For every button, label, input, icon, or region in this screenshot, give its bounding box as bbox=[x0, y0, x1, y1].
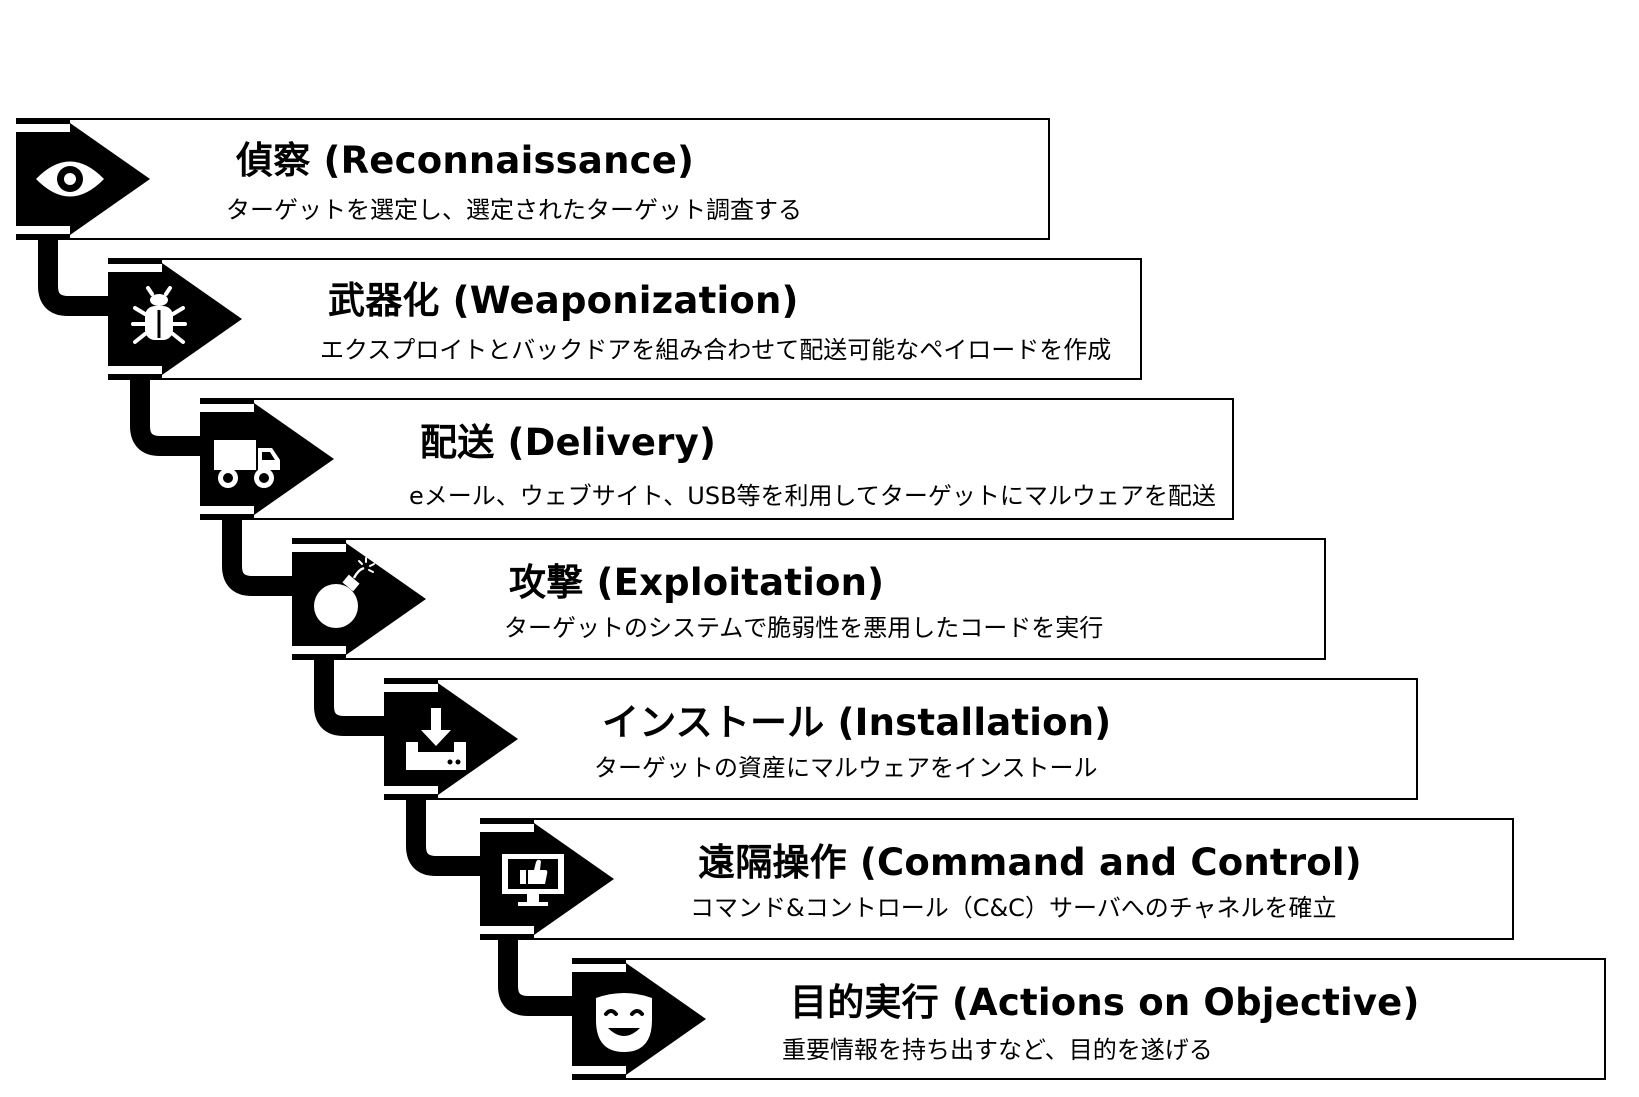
stage-command-and-control: 遠隔操作 (Command and Control) コマンド&コントロール（C… bbox=[480, 818, 1514, 940]
stage-delivery: 配送 (Delivery) eメール、ウェブサイト、USB等を利用してターゲット… bbox=[200, 398, 1234, 520]
stage-weaponization: 武器化 (Weaponization) エクスプロイトとバックドアを組み合わせて… bbox=[108, 258, 1142, 380]
stage-marker bbox=[108, 258, 242, 380]
bug-icon bbox=[131, 286, 187, 344]
stage-marker bbox=[292, 538, 426, 660]
stage-description: エクスプロイトとバックドアを組み合わせて配送可能なペイロードを作成 bbox=[320, 336, 1112, 364]
theater-mask-icon bbox=[596, 993, 652, 1052]
stage-exploitation: 攻撃 (Exploitation) ターゲットのシステムで脆弱性を悪用したコード… bbox=[292, 538, 1326, 660]
stage-title: 偵察 (Reconnaissance) bbox=[236, 139, 695, 182]
stage-title: 攻撃 (Exploitation) bbox=[509, 561, 885, 604]
stage-description: 重要情報を持ち出すなど、目的を遂げる bbox=[782, 1036, 1213, 1064]
eye-icon bbox=[36, 161, 104, 197]
stage-reconnaissance: 偵察 (Reconnaissance) ターゲットを選定し、選定されたターゲット… bbox=[16, 118, 1050, 240]
stage-title: 配送 (Delivery) bbox=[420, 421, 717, 464]
connector-1-2 bbox=[38, 240, 112, 316]
stage-title: 目的実行 (Actions on Objective) bbox=[790, 981, 1420, 1024]
connector-2-3 bbox=[130, 380, 204, 456]
bomb-icon bbox=[314, 557, 375, 628]
truck-icon bbox=[214, 440, 280, 488]
connector-3-4 bbox=[222, 520, 296, 596]
stage-installation: インストール (Installation) ターゲットの資産にマルウェアをインス… bbox=[384, 678, 1418, 800]
stage-description: ターゲットのシステムで脆弱性を悪用したコードを実行 bbox=[504, 614, 1104, 642]
connector-4-5 bbox=[314, 660, 388, 736]
stage-actions-on-objective: 目的実行 (Actions on Objective) 重要情報を持ち出すなど、… bbox=[572, 958, 1606, 1080]
stage-description: コマンド&コントロール（C&C）サーバへのチャネルを確立 bbox=[690, 894, 1337, 922]
stage-title: インストール (Installation) bbox=[602, 701, 1112, 744]
stage-title: 武器化 (Weaponization) bbox=[328, 279, 799, 322]
stage-description: eメール、ウェブサイト、USB等を利用してターゲットにマルウェアを配送 bbox=[409, 482, 1216, 510]
connector-5-6 bbox=[406, 800, 480, 876]
monitor-thumbs-up-icon bbox=[502, 854, 564, 906]
connector-6-7 bbox=[498, 940, 572, 1016]
download-icon bbox=[406, 708, 466, 770]
stage-description: ターゲットの資産にマルウェアをインストール bbox=[594, 754, 1098, 782]
stage-description: ターゲットを選定し、選定されたターゲット調査する bbox=[226, 196, 802, 224]
stage-title: 遠隔操作 (Command and Control) bbox=[698, 841, 1362, 884]
